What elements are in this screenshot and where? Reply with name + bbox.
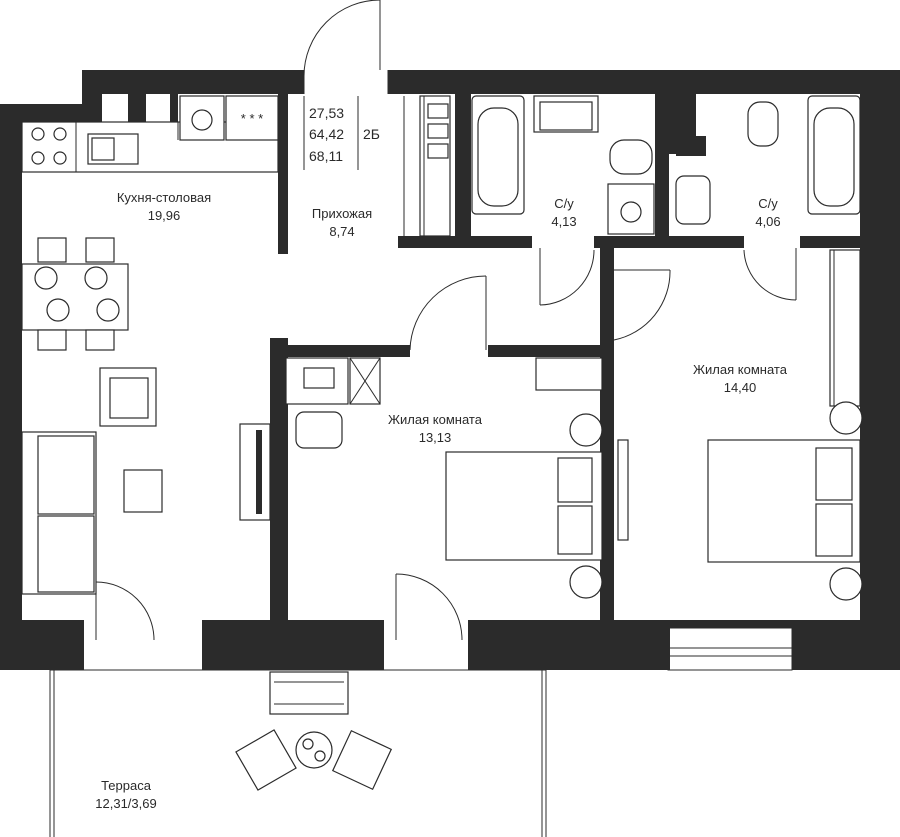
toilet-2 xyxy=(747,101,779,147)
bath2-sink xyxy=(675,175,711,225)
wall-top-kitchen xyxy=(82,70,304,94)
wall-bath2-bottom xyxy=(800,236,900,248)
stove-icon xyxy=(31,127,67,165)
wall-bath1-left xyxy=(455,94,471,236)
nightstand-1a xyxy=(569,413,603,447)
bedroom1-name: Жилая комната xyxy=(388,412,483,427)
wall-bottom-far-right xyxy=(792,620,900,670)
bath1-name: С/у xyxy=(554,196,574,211)
wardrobe-hall xyxy=(419,95,451,237)
wall-corner xyxy=(82,70,102,126)
wardrobe-bedroom2 xyxy=(829,249,861,407)
dining-table xyxy=(21,237,129,351)
kitchen-name: Кухня-столовая xyxy=(117,190,211,205)
wall-bottom-right xyxy=(468,620,670,670)
walls xyxy=(0,70,900,671)
hall-area: 8,74 xyxy=(329,224,354,239)
nightstand-2b xyxy=(829,567,863,601)
hall-furniture xyxy=(303,95,451,237)
tv-bedroom2 xyxy=(617,439,629,541)
wall-bottom-mid xyxy=(202,620,384,670)
kitchen-area: 19,96 xyxy=(148,208,181,223)
closet-bedroom1 xyxy=(535,357,603,391)
terrace-chair-1 xyxy=(235,729,297,791)
wall-vent xyxy=(128,94,146,122)
terrace-area: 12,31/3,69 xyxy=(95,796,156,811)
terrace xyxy=(49,669,547,837)
bath1-area: 4,13 xyxy=(551,214,576,229)
wall-bedroom1-top-a xyxy=(270,345,410,357)
room-labels: Кухня-столовая 19,96 Прихожая 8,74 С/у 4… xyxy=(95,190,787,811)
wall-between-bedrooms xyxy=(600,236,614,626)
doors xyxy=(95,0,797,641)
wall-bath-bottom-mid xyxy=(594,236,744,248)
kitchen-furniture: * * * xyxy=(21,95,279,595)
nightstand-2a xyxy=(829,401,863,435)
office-chair xyxy=(295,411,343,449)
wall-vent-2 xyxy=(170,94,178,122)
nightstand-1b xyxy=(569,565,603,599)
tv-cabinet xyxy=(239,423,271,521)
coffee-table xyxy=(123,469,163,513)
kitchen-sink-icon xyxy=(87,133,139,165)
bedroom2-area: 14,40 xyxy=(724,380,757,395)
bath1-furniture xyxy=(471,95,655,235)
terrace-bench xyxy=(269,671,349,715)
terrace-chair-2 xyxy=(331,729,393,791)
sofa xyxy=(21,431,97,595)
washer-icon xyxy=(179,95,225,141)
desk xyxy=(285,357,349,405)
bedroom2-furniture xyxy=(617,249,863,601)
bedroom2-name: Жилая комната xyxy=(693,362,788,377)
wall-bedroom1-top-b xyxy=(488,345,610,357)
bath2-furniture xyxy=(675,95,861,225)
bath2-name: С/у xyxy=(758,196,778,211)
hall-name: Прихожая xyxy=(312,206,372,221)
toilet-1 xyxy=(609,139,653,175)
terrace-table xyxy=(295,731,333,769)
armchair xyxy=(99,367,157,427)
wall-bottom-left xyxy=(0,620,84,670)
dishwasher-marks: * * * xyxy=(241,111,263,126)
wall-top-right xyxy=(388,70,900,94)
area-summary: 27,53 64,42 68,11 2Б xyxy=(309,105,380,164)
summary-apartment-type: 2Б xyxy=(363,126,380,142)
wall-top-left xyxy=(0,104,100,126)
summary-total-with-terrace: 68,11 xyxy=(309,148,343,164)
bedroom1-area: 13,13 xyxy=(419,430,452,445)
wall-window-top xyxy=(668,620,794,628)
wall-left xyxy=(0,104,22,624)
terrace-name: Терраса xyxy=(101,778,152,793)
wall-right xyxy=(860,70,900,630)
wall-kitchen-hall xyxy=(278,94,288,254)
wall-bath1-bottom xyxy=(398,236,532,248)
window-bedroom2 xyxy=(667,627,793,671)
summary-total-area: 64,42 xyxy=(309,126,344,142)
bath2-area: 4,06 xyxy=(755,214,780,229)
dishwasher xyxy=(225,95,279,141)
wall-bedroom1-left xyxy=(270,338,288,628)
summary-living-area: 27,53 xyxy=(309,105,344,121)
bedroom1-furniture xyxy=(285,357,603,599)
